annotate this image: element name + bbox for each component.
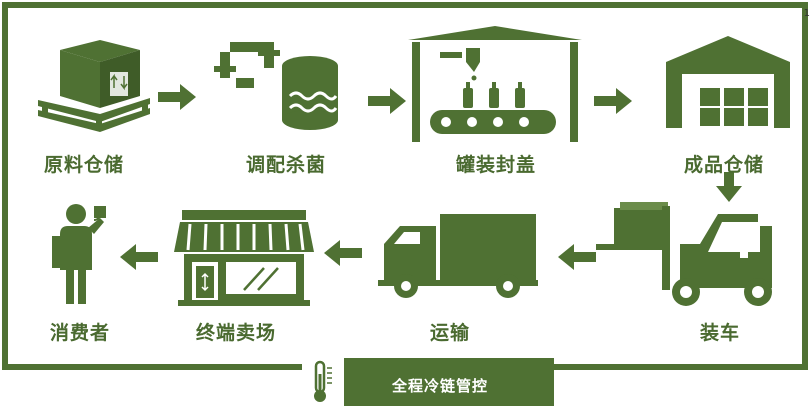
arrow-left-1 [558,244,596,270]
arrow-left-2 [324,240,362,266]
arrow-right-1 [158,84,196,110]
step-label-filling-capping: 罐装封盖 [456,154,537,176]
warehouse-icon [666,36,790,128]
step-label-loading: 装车 [700,322,741,344]
arrow-right-3 [594,88,632,114]
arrow-left-3 [120,244,158,270]
consumer-icon [52,204,106,304]
forklift-icon [596,202,772,306]
step-label-consumer: 消费者 [50,322,111,344]
step-label-blending-sterilization: 调配杀菌 [246,154,327,176]
step-label-transport: 运输 [430,322,471,344]
pipe-tank-icon [214,42,338,130]
step-label-finished-storage: 成品仓储 [684,154,765,176]
step-label-retail: 终端卖场 [196,322,277,344]
bottling-line-icon [408,26,582,142]
thermometer-icon [314,360,332,402]
storefront-icon [174,210,314,306]
flow-arrows [120,84,742,270]
pallet-box-icon [38,40,150,132]
page-number: 1 [803,8,810,19]
truck-icon [378,214,538,298]
step-label-raw-storage: 原料仓储 [44,154,125,176]
arrow-down-1 [716,172,742,202]
footer-label: 全程冷链管控 [392,377,489,395]
arrow-right-2 [368,88,406,114]
